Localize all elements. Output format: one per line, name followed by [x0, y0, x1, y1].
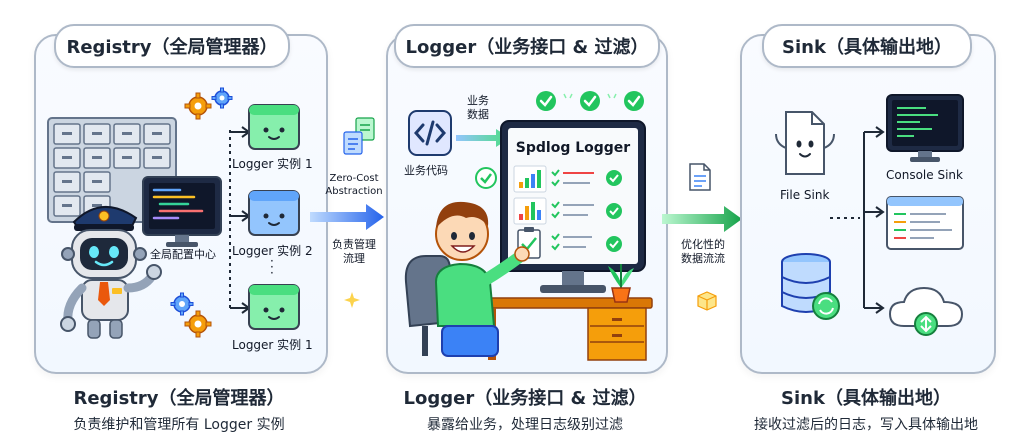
potted-plant-icon — [608, 264, 634, 303]
log-window-icon — [886, 196, 964, 250]
monitor-log-rows — [513, 165, 622, 259]
business-data-label: 业务数据 — [467, 94, 489, 121]
logger-instance-1-icon — [248, 104, 300, 150]
spdlog-monitor-icon — [500, 120, 646, 293]
file-sink-icon — [775, 111, 835, 175]
console-sink-icon — [886, 94, 964, 162]
logger-instance-1-label: Logger 实例 1 — [232, 157, 313, 171]
registry-title-pill: Registry（全局管理器） — [54, 24, 290, 68]
logger-caption-title: Logger（业务接口 & 过滤） — [403, 388, 647, 409]
desk-icon — [477, 297, 653, 361]
console-sink-label: Console Sink — [886, 168, 963, 182]
config-center-label: 全局配置中心 — [150, 248, 216, 261]
spdlog-monitor-title: Spdlog Logger — [515, 140, 631, 156]
logger-caption-subtitle: 暴露给业务，处理日志级别过滤 — [427, 417, 623, 433]
logger-instance-2-icon — [248, 190, 300, 236]
robot-mascot-icon — [60, 205, 162, 339]
sink-caption-title: Sink（具体输出地） — [781, 388, 951, 409]
cloud-upload-icon — [888, 286, 964, 336]
sparkle-icon — [344, 292, 360, 308]
registry-caption-subtitle: 负责维护和管理所有 Logger 实例 — [73, 417, 285, 433]
file-sink-label: File Sink — [780, 188, 830, 202]
gear-icon — [170, 292, 212, 338]
logger-instance-2-label: Logger 实例 2 — [232, 244, 313, 258]
sink-caption-subtitle: 接收过滤后的日志，写入具体输出地 — [754, 417, 978, 433]
logger-instance-3-icon — [248, 284, 300, 330]
sink-title-pill: Sink（具体输出地） — [762, 24, 972, 68]
gear-icon — [184, 87, 233, 120]
flow-arrow-2 — [662, 206, 742, 232]
optimized-data-flow-label: 优化性的数据流流 — [681, 238, 725, 265]
business-code-label: 业务代码 — [404, 164, 448, 177]
file-cabinet-icon — [47, 117, 177, 223]
business-data-arrow — [456, 129, 510, 147]
sink-branch-connectors — [830, 126, 885, 314]
cube-icon — [697, 291, 717, 311]
code-icon — [408, 110, 452, 156]
logger-title-pill: Logger（业务接口 & 过滤） — [394, 24, 660, 68]
flow-arrow-1 — [310, 204, 384, 230]
ellipsis-vertical: ··· — [270, 254, 274, 280]
config-center-monitor-icon — [142, 176, 222, 247]
document-stack-icon — [343, 117, 375, 155]
registry-caption-title: Registry（全局管理器） — [73, 388, 285, 409]
document-icon — [689, 163, 711, 191]
checkmark-bubble-icon — [475, 167, 497, 189]
developer-character-icon — [404, 201, 530, 357]
logger-instance-3-label: Logger 实例 1 — [232, 338, 313, 352]
check-circles-row — [536, 91, 644, 111]
manage-flow-label: 负责管理流理 — [332, 238, 376, 265]
database-sink-icon — [781, 253, 840, 320]
